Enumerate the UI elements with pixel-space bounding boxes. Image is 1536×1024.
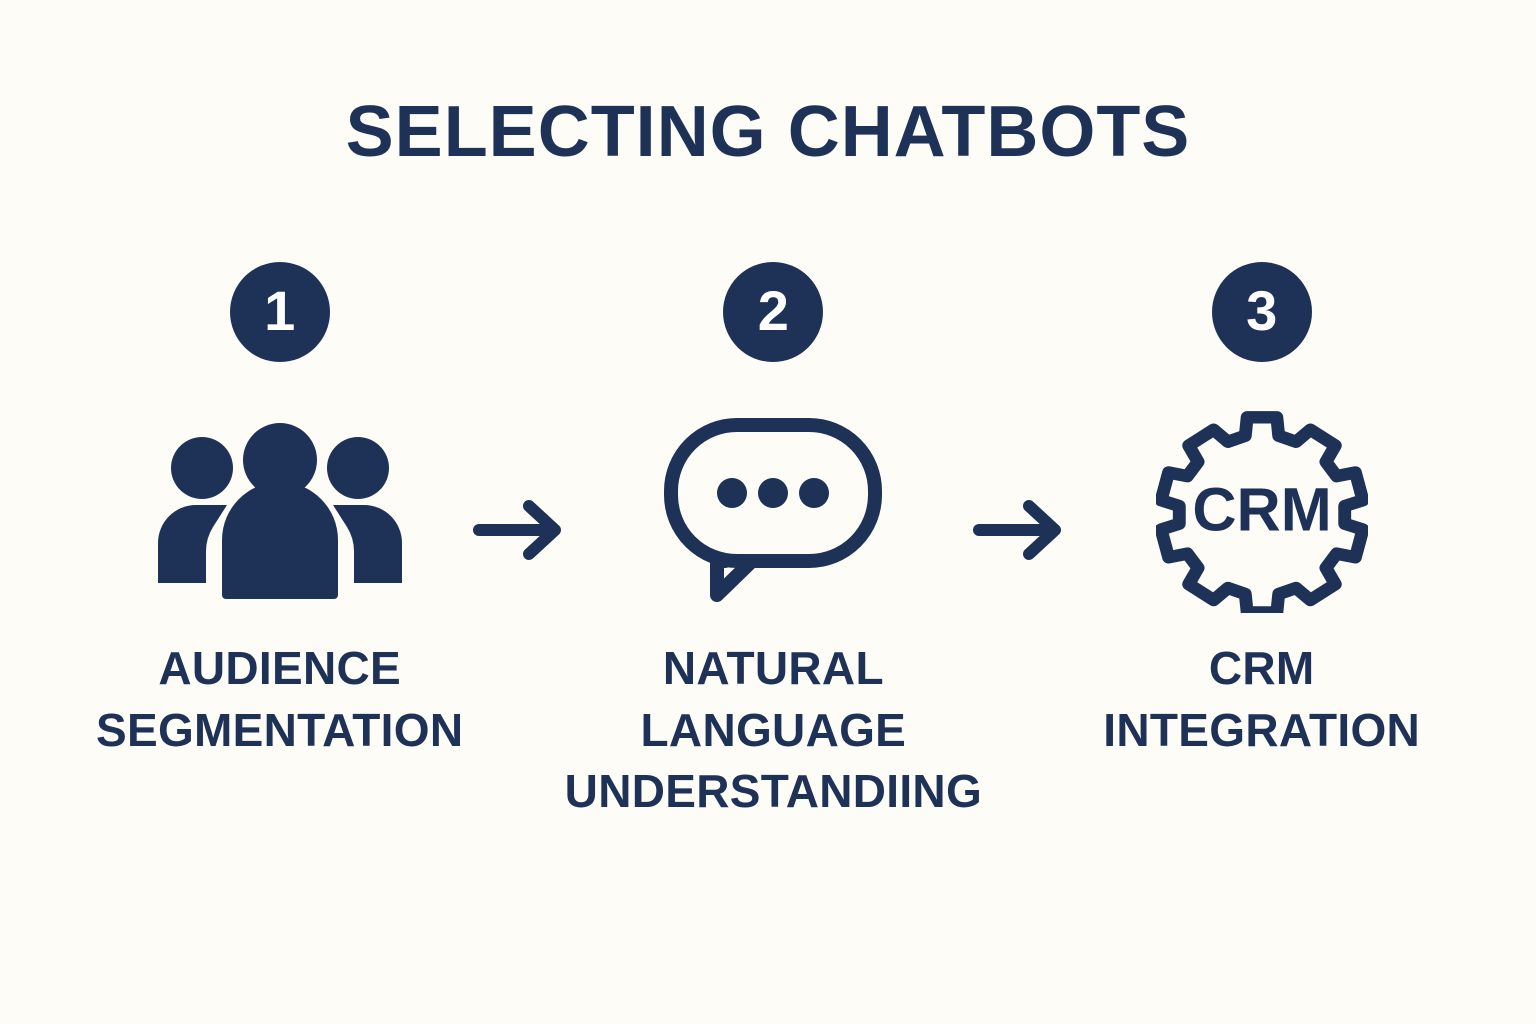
step-1: 1 AUDIENCE SEGMENTATION [96,262,463,761]
step-label-1: AUDIENCE SEGMENTATION [96,638,463,761]
step-icon-wrap-3: CRM [1155,411,1368,613]
arrow-right-icon [973,500,1062,560]
step-label-1-line-2: SEGMENTATION [96,703,464,756]
step-number-badge-2: 2 [723,262,824,362]
step-label-3: CRM INTEGRATION [1103,638,1420,761]
step-label-2-line-3: UNDERSTANDIING [564,765,983,818]
connector-arrow-2 [963,262,1083,560]
step-label-2-line-2: LANGUAGE [640,703,907,756]
gear-crm-icon: CRM [1155,411,1368,613]
step-label-2: NATURAL LANGUAGE UNDERSTANDIING [565,638,982,823]
step-label-3-line-2: INTEGRATION [1103,703,1421,756]
people-group-icon [157,423,402,599]
step-number-badge-3: 3 [1211,262,1312,362]
step-label-2-line-1: NATURAL [662,642,884,694]
gear-crm-label: CRM [1192,475,1331,543]
step-icon-wrap-1 [155,416,405,606]
step-label-1-line-1: AUDIENCE [158,642,401,694]
step-number-3: 3 [1246,278,1278,342]
step-number-badge-1: 1 [229,262,330,362]
step-label-3-line-1: CRM [1208,642,1315,694]
steps-row: 1 AUDIENCE SEGMENTATION [96,262,1440,823]
connector-arrow-1 [463,262,583,560]
step-2: 2 NATURAL LANGUAGE UNDERSTANDIING [565,262,982,823]
step-3: 3 CRM CRM INTEGRATION [1083,262,1440,761]
step-number-1: 1 [264,278,296,342]
step-icon-wrap-2 [659,416,887,606]
speech-bubble-ellipsis-icon [664,418,883,602]
page-title: SELECTING CHATBOTS [345,92,1191,172]
step-number-2: 2 [757,278,789,342]
arrow-right-icon [473,500,562,560]
